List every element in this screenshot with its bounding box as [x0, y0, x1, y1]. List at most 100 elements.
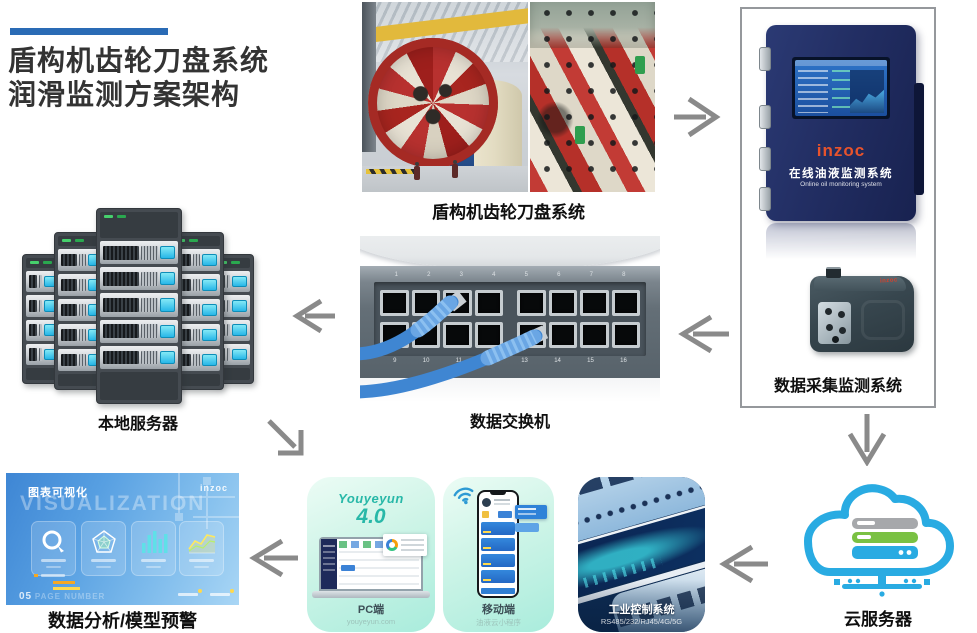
visualization-slide: VISUALIZATION 图表可视化 inzoc: [6, 473, 239, 605]
worker-figure: [452, 160, 458, 178]
port-number: 15: [587, 358, 594, 364]
server-vent: [226, 275, 230, 288]
app-sidebar: [321, 539, 337, 589]
server-screen: [232, 300, 247, 312]
server-grill: [29, 275, 37, 288]
daq-caption: 数据采集监测系统: [773, 378, 902, 395]
app-card: [481, 522, 515, 535]
server-unit: [100, 241, 178, 265]
device-name-cn: 在线油液监测系统: [789, 168, 893, 180]
tower-top: [100, 212, 178, 238]
youyeyun-version: 4.0: [356, 505, 386, 528]
port-number: 14: [554, 358, 561, 364]
server-screen: [160, 246, 175, 260]
server-grill: [61, 253, 77, 267]
port-number: 1: [394, 272, 398, 278]
bar-chart-icon: [141, 531, 167, 553]
device-reflection: [766, 223, 916, 263]
tower-base: [172, 374, 220, 386]
caption-shade: [578, 580, 705, 632]
viz-card-sublabel: [193, 566, 210, 568]
arrow-down-icon: [847, 414, 887, 466]
cutterhead-photo-2: [530, 2, 655, 192]
rj45-port: [474, 290, 503, 316]
server-screen: [160, 272, 175, 286]
app-card-list: [481, 522, 515, 586]
popup-lines: [401, 539, 424, 551]
port-number: 13: [521, 358, 528, 364]
viz-card-line: [179, 521, 224, 576]
laptop-illustration: [319, 534, 427, 591]
server-vent: [78, 278, 86, 292]
server-screen: [232, 275, 247, 288]
device-name-en: Online oil monitoring system: [800, 181, 882, 188]
arrow-left-icon: [719, 544, 768, 584]
server-vent: [141, 245, 158, 260]
server-screen: [232, 324, 247, 336]
port-number: 3: [459, 272, 463, 278]
server-vent: [38, 323, 42, 337]
latch-icon: [759, 47, 771, 71]
laptop-screen: [321, 534, 427, 589]
server-vent: [141, 271, 158, 286]
server-grill: [61, 328, 77, 342]
port-number: 8: [622, 272, 626, 278]
server-vent: [192, 278, 200, 292]
port-number: 16: [620, 358, 627, 364]
rj45-port: [611, 322, 640, 348]
server-screen: [160, 324, 175, 338]
cutter-pins: [530, 2, 655, 192]
server-grill: [61, 353, 77, 367]
viz-legend-bar-yellow: [53, 587, 80, 590]
worker-figure: [414, 162, 420, 180]
cloud-server-icon: [804, 484, 954, 597]
port-number: 10: [422, 358, 430, 364]
switch-caption: 数据交换机: [469, 414, 550, 431]
arrow-left-icon: [249, 538, 298, 578]
viz-footnote-mark: [178, 589, 202, 596]
donut-chart-icon: [386, 539, 398, 551]
phone-illustration: [477, 490, 519, 598]
port-number: 11: [455, 358, 462, 364]
arrow-left-icon: [678, 314, 729, 354]
rj45-port: [474, 322, 503, 348]
viz-title-en: VISUALIZATION: [20, 492, 206, 515]
dashboard-header: [795, 60, 887, 66]
rj45-port: [443, 322, 472, 348]
port-number: 2: [427, 272, 431, 278]
circuit-pattern-icon: [175, 473, 239, 529]
server-vent: [78, 303, 86, 317]
app-button: [341, 565, 355, 571]
server-grill: [103, 271, 140, 286]
viz-page-number: 05 PAGE NUMBER: [19, 591, 105, 602]
latch-icon: [759, 187, 771, 211]
server-screen: [232, 348, 247, 361]
cutterhead-hub: [402, 72, 464, 134]
server-vent: [38, 299, 42, 313]
green-fitting: [635, 56, 645, 74]
server-screen: [202, 278, 217, 292]
viz-legend-bar-orange: [53, 581, 75, 584]
server-unit: [100, 319, 178, 343]
cutterhead-caption: 盾构机齿轮刀盘系统: [432, 203, 585, 222]
tower-top: [26, 258, 62, 268]
notification-callout: [515, 505, 547, 519]
server-grill: [29, 299, 37, 313]
inzoc-logo: inzoc: [816, 141, 866, 160]
page-title-line1: 盾构机齿轮刀盘系统: [8, 45, 270, 76]
cutterhead-photo-1: [362, 2, 528, 192]
viz-card-label: [90, 559, 117, 562]
viz-card-label: [40, 559, 67, 562]
pc-subcaption: youyeyun.com: [346, 617, 396, 626]
server-vent: [141, 298, 158, 312]
server-grill: [103, 350, 140, 365]
rj45-port: [611, 290, 640, 316]
device-screen: [792, 57, 890, 119]
tower-base: [58, 374, 106, 386]
server-vent: [78, 328, 86, 342]
laptop-base: [312, 591, 430, 598]
server-vent: [38, 348, 42, 361]
device-side-fin: [914, 83, 924, 195]
app-header: [339, 541, 399, 548]
